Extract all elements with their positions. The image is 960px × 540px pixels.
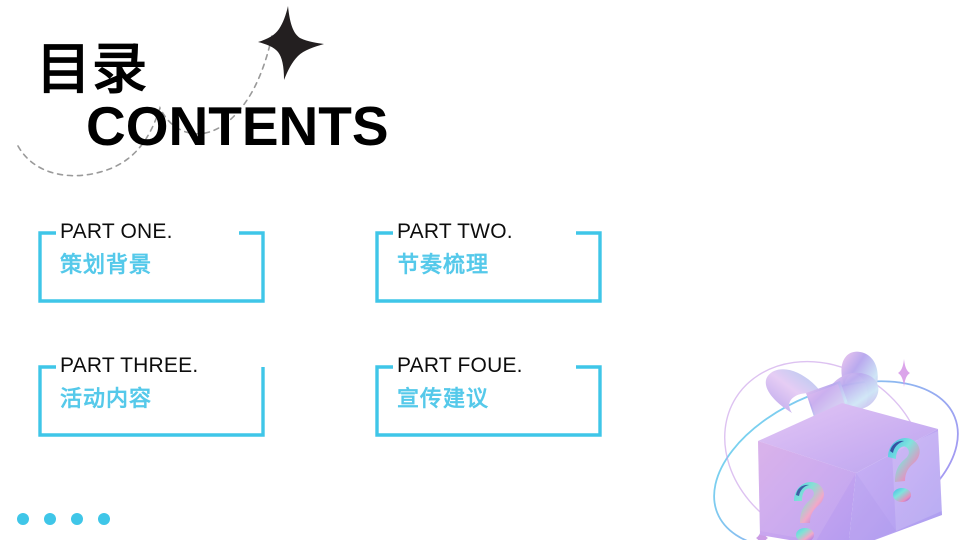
page-title-en: CONTENTS: [86, 95, 389, 157]
dot-2: [44, 513, 56, 525]
contents-item-2-text: PART TWO. 节奏梳理: [393, 219, 519, 281]
page-title: 目录 CONTENTS: [36, 38, 389, 156]
bracket-frame-1: [38, 231, 265, 303]
bracket-frame-3: [38, 365, 265, 437]
contents-item-1-title: 策划背景: [60, 252, 153, 277]
contents-item-2-title: 节奏梳理: [397, 252, 490, 277]
contents-item-2-label: PART TWO.: [397, 219, 513, 245]
contents-item-4-text: PART FOUE. 宣传建议: [393, 353, 529, 415]
dot-4: [98, 513, 110, 525]
contents-item-4[interactable]: PART FOUE. 宣传建议: [375, 353, 602, 437]
contents-item-1-label: PART ONE.: [60, 219, 173, 245]
contents-item-3[interactable]: PART THREE. 活动内容: [38, 353, 265, 437]
dot-1: [17, 513, 29, 525]
contents-item-2[interactable]: PART TWO. 节奏梳理: [375, 219, 602, 303]
contents-grid: PART ONE. 策划背景 PART TWO. 节奏梳理 PART THREE…: [38, 219, 638, 437]
dot-3: [71, 513, 83, 525]
bracket-frame-4: [375, 365, 602, 437]
contents-item-3-text: PART THREE. 活动内容: [56, 353, 205, 415]
decorative-dots: [17, 513, 110, 525]
contents-item-3-title: 活动内容: [60, 386, 153, 411]
page-title-cn: 目录: [36, 38, 149, 100]
contents-item-1-text: PART ONE. 策划背景: [56, 219, 179, 281]
bracket-frame-2: [375, 231, 602, 303]
gift-box-3d-icon: [713, 351, 959, 540]
contents-item-4-title: 宣传建议: [397, 386, 490, 411]
contents-item-3-label: PART THREE.: [60, 353, 199, 379]
contents-item-1[interactable]: PART ONE. 策划背景: [38, 219, 265, 303]
contents-item-4-label: PART FOUE.: [397, 353, 523, 379]
